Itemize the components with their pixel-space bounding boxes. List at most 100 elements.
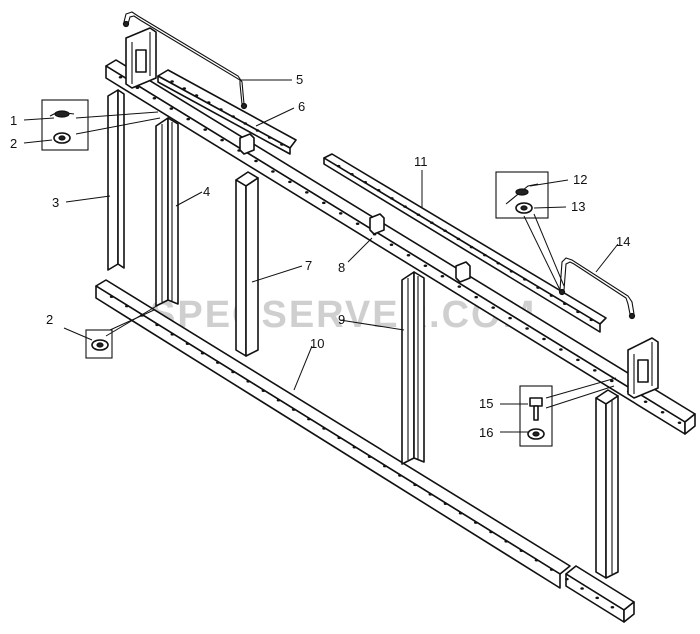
rail-hole [525, 327, 529, 330]
rail-hole [307, 417, 311, 421]
rail-hole [469, 245, 474, 249]
rail-hole [559, 348, 563, 351]
handle-part-14 [558, 257, 636, 320]
callout-13: 13 [571, 199, 585, 214]
rail-hole [610, 606, 615, 609]
rail-hole [406, 253, 411, 257]
rail-hole [186, 117, 190, 121]
rail-hole [504, 540, 509, 543]
callout-11: 11 [414, 154, 428, 169]
callout-8: 8 [338, 260, 345, 275]
rail-hole [660, 411, 665, 414]
rail-hole [457, 285, 462, 288]
rail-hole [219, 108, 223, 111]
right-bracket [627, 337, 659, 399]
rail-hole [170, 333, 175, 336]
rail-hole [254, 159, 258, 163]
rail-hole [203, 128, 207, 131]
detail-box-12-13 [495, 171, 549, 219]
rail-hole [576, 358, 580, 362]
rail-hole [125, 304, 129, 308]
handle-part-5 [122, 11, 248, 110]
callout-12: 12 [573, 172, 587, 187]
rail-hole [363, 181, 368, 184]
post-part-4 [155, 117, 179, 307]
rail-hole [534, 558, 539, 562]
post-right [595, 389, 619, 579]
rail-hole [508, 316, 512, 320]
rail-hole [519, 549, 524, 553]
strip-part-6 [157, 69, 297, 155]
rail-hole [261, 389, 266, 393]
rail-hole [243, 122, 248, 125]
rail-hole [413, 483, 417, 487]
rail-hole [155, 323, 159, 327]
rail-hole [246, 380, 250, 383]
rail-hole [595, 596, 599, 600]
rail-hole [536, 286, 540, 289]
rail-hole [255, 129, 260, 132]
rail-hole [118, 75, 123, 79]
rail-hole [355, 222, 360, 226]
callout-5: 5 [296, 72, 303, 87]
rail-hole [509, 270, 514, 273]
rail-hole [390, 197, 394, 200]
rail-hole [403, 205, 407, 208]
post-part-3 [107, 89, 125, 271]
rail-hole [305, 191, 309, 194]
rail-hole [589, 318, 594, 322]
rail-hole [523, 278, 527, 281]
rail-hole [443, 229, 447, 233]
rail-hole [549, 294, 554, 297]
callout-7: 7 [305, 258, 312, 273]
rail-hole [643, 400, 648, 404]
rail-hole [489, 530, 493, 534]
rail-hole [416, 213, 421, 216]
rail-hole [169, 107, 174, 110]
detail-box-15-16 [519, 385, 553, 447]
rail-hole [565, 577, 569, 581]
clip-part-8 [239, 133, 471, 283]
rail-hole [267, 136, 272, 139]
rail-hole [398, 474, 402, 477]
callout-10: 10 [310, 336, 324, 351]
upper-rail [105, 59, 696, 435]
callout-2-lower: 2 [46, 312, 53, 327]
rail-hole [440, 274, 445, 278]
rail-hole [200, 351, 205, 355]
rail-hole [593, 369, 597, 372]
rail-hole [383, 464, 387, 468]
rail-hole [280, 143, 284, 146]
rail-hole [443, 502, 448, 506]
rail-hole [389, 243, 394, 247]
callout-15: 15 [479, 396, 493, 411]
leader-lines [23, 79, 619, 433]
rail-hole [231, 115, 235, 118]
rail-hole [496, 262, 501, 265]
lower-rail-part-10 [95, 279, 635, 623]
post-part-7 [235, 171, 259, 357]
rail-hole [185, 342, 190, 346]
rail-hole [456, 237, 461, 241]
rail-hole [423, 264, 428, 267]
rail-hole [542, 337, 546, 341]
rail-hole [152, 96, 157, 100]
callout-9: 9 [338, 312, 345, 327]
detail-box-2-lower [85, 329, 113, 359]
rail-hole [483, 253, 487, 257]
callout-1: 1 [10, 113, 17, 128]
rail-hole [170, 80, 174, 83]
callout-4: 4 [203, 184, 210, 199]
rail-hole [350, 172, 354, 176]
rail-hole [291, 408, 296, 411]
rail-hole [322, 427, 326, 430]
rail-hole [194, 94, 199, 97]
rail-hole [220, 138, 224, 142]
callout-3: 3 [52, 195, 59, 210]
rail-hole [338, 212, 343, 215]
rail-hole [376, 189, 381, 192]
rail-hole [336, 164, 341, 168]
rail-hole [474, 295, 479, 299]
